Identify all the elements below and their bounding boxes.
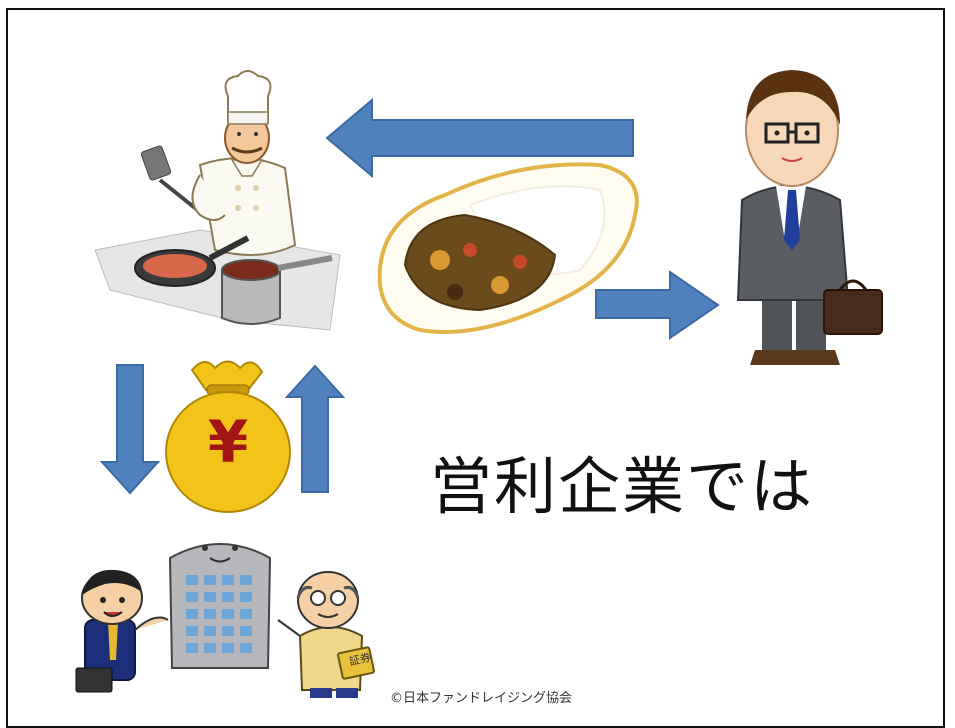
money-bag-yen [165, 360, 291, 513]
investor-right [277, 571, 375, 698]
chef-illustration [94, 70, 341, 331]
copyright-notice: ©日本ファンドレイジング協会 [390, 691, 573, 706]
arrow-up-return [284, 364, 346, 493]
curry-rice-plate [377, 162, 639, 334]
company-building [168, 543, 272, 669]
customer-businessman [736, 70, 883, 365]
slide-headline: 営利企業では [430, 450, 815, 523]
investor-left [75, 569, 169, 693]
yen-symbol: ¥ [207, 408, 249, 476]
arrow-right-delivery [595, 270, 720, 340]
arrow-left-payment [325, 97, 634, 179]
arrow-down-investment [99, 364, 161, 495]
